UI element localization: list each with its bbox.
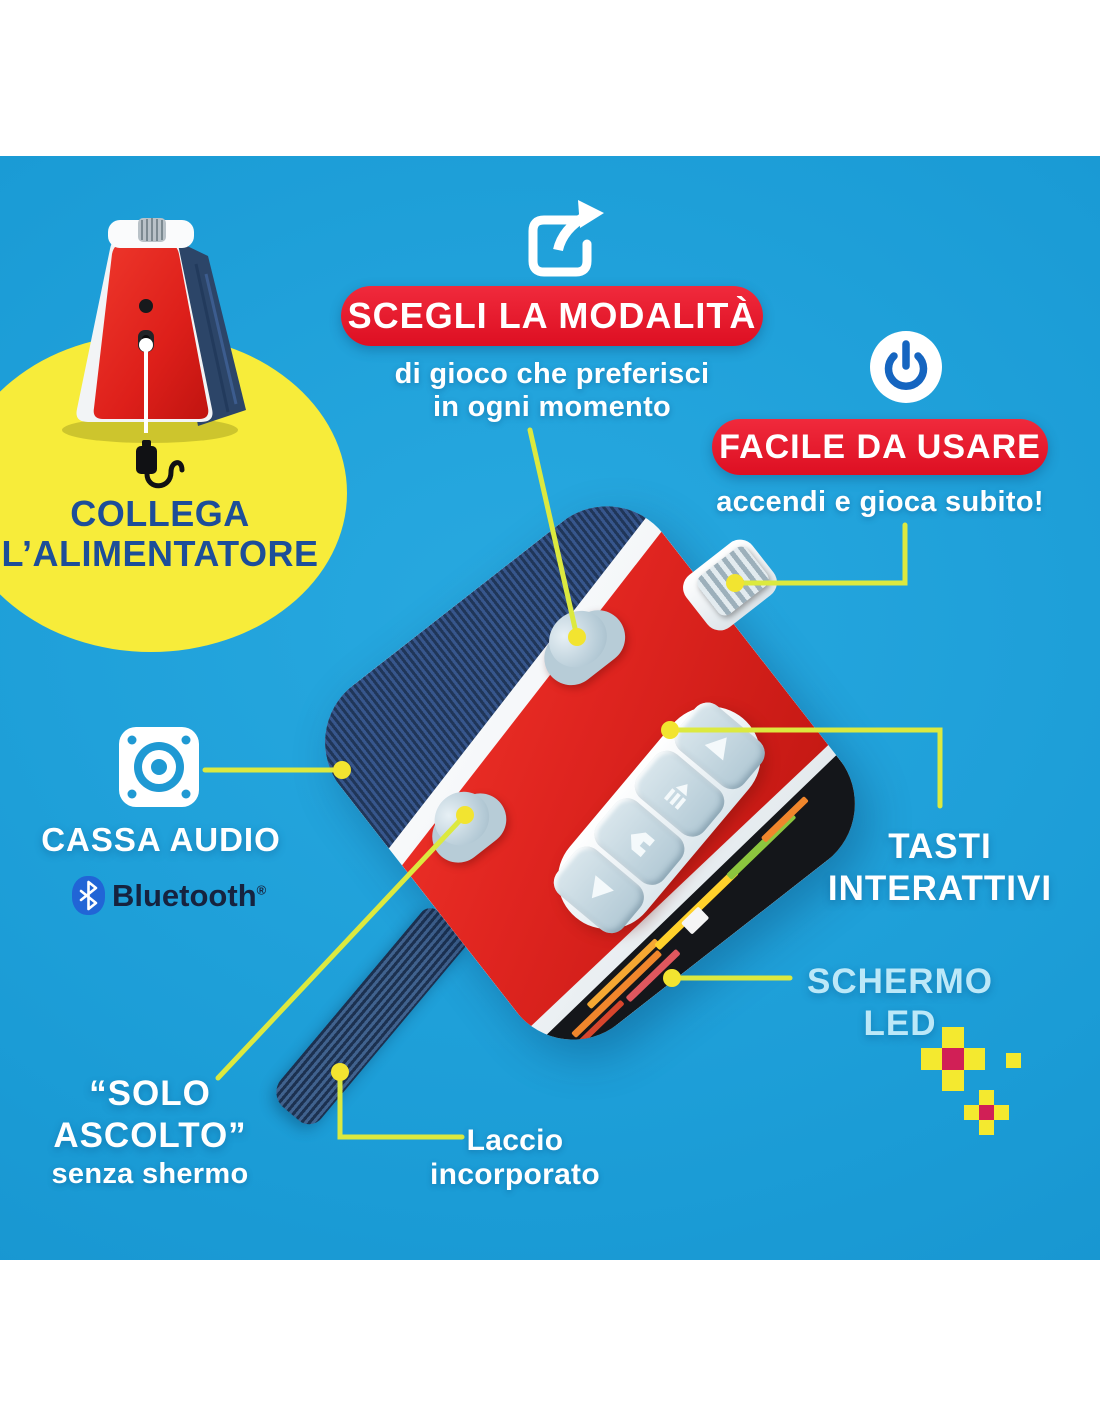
playlist-button xyxy=(627,744,731,844)
scegli-subtitle-line1: di gioco che preferisci xyxy=(394,358,710,390)
bluetooth-logo xyxy=(72,876,105,915)
device-back-view-photo xyxy=(62,218,246,489)
cassa-audio-label: CASSA AUDIO xyxy=(41,821,281,858)
speaker-icon xyxy=(119,727,199,807)
share-icon xyxy=(528,200,604,277)
tasti-label-line2: INTERATTIVI xyxy=(827,869,1053,908)
bluetooth-wordmark: Bluetooth® xyxy=(112,878,267,913)
solo-label-line1: “SOLO xyxy=(89,1074,211,1113)
collega-title-line2: L’ALIMENTATORE xyxy=(1,533,319,574)
power-icon xyxy=(870,331,942,403)
headphone-jack xyxy=(139,299,153,313)
scegli-pill-banner: SCEGLI LA MODALITÀ xyxy=(341,286,763,346)
prev-arrow-button xyxy=(547,840,651,940)
solo-sublabel: senza shermo xyxy=(51,1158,249,1190)
pixel-plus-large xyxy=(921,1027,985,1091)
laccio-label-line2: incorporato xyxy=(430,1158,600,1191)
tasti-label-line1: TASTI xyxy=(888,827,992,866)
next-arrow-button xyxy=(668,695,772,796)
scegli-pill-label: SCEGLI LA MODALITÀ xyxy=(347,295,757,336)
collega-title-line1: COLLEGA xyxy=(70,493,250,534)
facile-pill-label: FACILE DA USARE xyxy=(719,427,1041,466)
pixel-square xyxy=(1006,1053,1021,1068)
volume-wheel xyxy=(138,218,166,242)
laccio-label-line1: Laccio xyxy=(466,1124,564,1157)
home-button xyxy=(587,792,691,892)
registered-mark: ® xyxy=(256,882,267,898)
scegli-subtitle-line2: in ogni momento xyxy=(432,391,672,423)
schermo-label-line1: SCHERMO xyxy=(807,962,993,1001)
solo-label-line2: ASCOLTO” xyxy=(53,1116,247,1155)
pixel-plus-small xyxy=(964,1090,1009,1135)
power-plug-icon xyxy=(136,440,185,489)
facile-pill-banner: FACILE DA USARE xyxy=(712,419,1048,475)
interactive-button-cluster xyxy=(537,686,782,950)
speaker-device-photo xyxy=(296,477,884,1069)
schermo-label-line2: LED xyxy=(863,1004,937,1043)
facile-subtitle: accendi e gioca subito! xyxy=(716,486,1044,518)
